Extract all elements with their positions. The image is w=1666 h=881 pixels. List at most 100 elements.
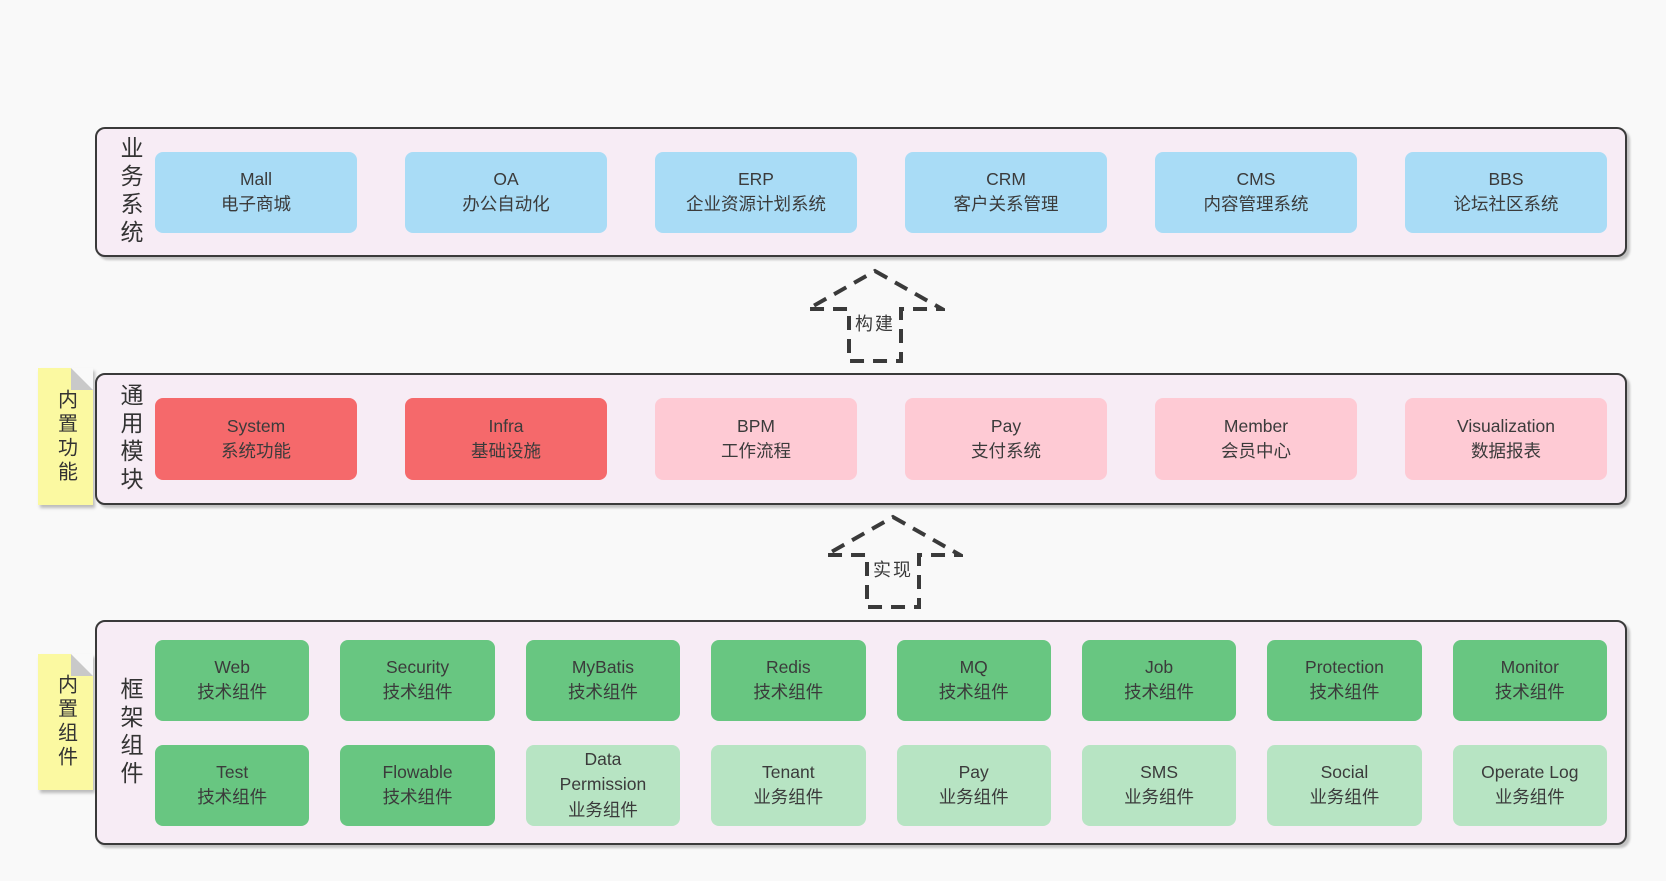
box-title-zh: 会员中心 [1221,441,1291,461]
box-title-zh: 数据报表 [1471,441,1541,461]
box-protection: Protection 技术组件 [1267,639,1422,721]
framework-boxes-grid: Web 技术组件 Security 技术组件 MyBatis 技术组件 Redi… [155,639,1607,826]
framework-panel-label: 框架组件 [117,676,143,789]
box-title-zh: 办公自动化 [462,194,550,214]
build-arrow-label: 构建 [853,310,897,336]
box-title-zh: 业务组件 [567,799,638,820]
box-title-en: Flowable [382,761,453,782]
box-title-zh: 业务组件 [753,787,824,807]
modules-panel-label: 通用模块 [117,383,143,495]
business-panel-label: 业务系统 [117,136,143,248]
framework-components-panel: 框架组件 Web 技术组件 Security 技术组件 MyBatis 技术组件… [95,620,1627,845]
box-title-zh: 业务组件 [1124,787,1195,807]
box-title-en: Protection [1305,656,1384,677]
box-title-zh: 内容管理系统 [1203,194,1309,214]
box-crm: CRM 客户关系管理 [905,151,1107,233]
box-job: Job 技术组件 [1081,639,1237,721]
built-in-functions-sticky: 内置功能 [38,368,93,505]
box-infra: Infra 基础设施 [405,398,607,480]
box-title-zh: 企业资源计划系统 [686,194,826,214]
box-title-zh: 技术组件 [197,682,268,702]
business-systems-panel: 业务系统 Mall 电子商城 OA 办公自动化 ERP 企业资源计划系统 CRM… [95,127,1627,257]
box-sms: SMS 业务组件 [1081,744,1237,826]
up-arrow-icon [823,514,963,609]
sticky-label: 内置功能 [54,388,77,485]
box-data-permission: Data Permission 业务组件 [525,744,681,826]
box-title-en: Member [1223,415,1289,436]
box-title-en: Data Permission [559,748,647,795]
box-title-zh: 技术组件 [1309,682,1380,702]
box-monitor: Monitor 技术组件 [1452,639,1607,721]
box-pay-biz: Pay 业务组件 [896,744,1051,826]
box-title-en: Monitor [1500,656,1559,677]
box-title-zh: 技术组件 [382,787,453,807]
built-in-components-sticky: 内置组件 [38,654,93,790]
box-title-en: Infra [488,415,524,436]
sticky-label: 内置组件 [54,674,77,770]
box-redis: Redis 技术组件 [711,639,866,721]
box-title-en: CMS [1236,168,1276,189]
box-title-en: Test [216,761,249,782]
box-title-en: Pay [958,761,989,782]
box-title-en: Tenant [762,761,815,782]
box-title-en: Job [1144,656,1174,677]
box-title-en: Operate Log [1481,761,1579,782]
implement-arrow-label: 实现 [871,556,915,582]
box-title-zh: 客户关系管理 [953,194,1059,214]
box-cms: CMS 内容管理系统 [1155,151,1357,233]
box-title-zh: 技术组件 [567,682,638,702]
box-title-en: Social [1320,761,1369,782]
box-flowable: Flowable 技术组件 [340,744,495,826]
box-title-en: BPM [737,415,775,436]
box-title-zh: 业务组件 [1494,787,1565,807]
box-title-zh: 支付系统 [971,441,1041,461]
box-title-en: ERP [738,168,774,189]
box-title-zh: 技术组件 [1124,682,1195,702]
box-oa: OA 办公自动化 [405,151,607,233]
box-security: Security 技术组件 [340,639,495,721]
box-title-zh: 业务组件 [1309,787,1380,807]
box-member: Member 会员中心 [1155,398,1357,480]
framework-row-2: Test 技术组件 Flowable 技术组件 Data Permission … [155,744,1607,826]
box-mall: Mall 电子商城 [155,151,357,233]
box-title-en: Security [385,656,450,677]
box-title-en: Web [214,656,251,677]
box-bpm: BPM 工作流程 [655,398,857,480]
box-title-zh: 工作流程 [721,441,791,461]
box-operate-log: Operate Log 业务组件 [1452,744,1607,826]
box-pay: Pay 支付系统 [905,398,1107,480]
box-title-en: Redis [765,656,811,677]
box-title-en: System [226,415,286,436]
box-erp: ERP 企业资源计划系统 [655,151,857,233]
box-test: Test 技术组件 [155,744,310,826]
up-arrow-icon [805,268,945,363]
box-tenant: Tenant 业务组件 [711,744,866,826]
box-title-zh: 技术组件 [938,682,1009,702]
implement-arrow: 实现 [823,514,963,610]
common-modules-panel: 通用模块 System 系统功能 Infra 基础设施 BPM 工作流程 Pay… [95,373,1627,505]
box-bbs: BBS 论坛社区系统 [1405,151,1607,233]
box-mq: MQ 技术组件 [896,639,1051,721]
box-web: Web 技术组件 [155,639,310,721]
box-title-zh: 技术组件 [1494,682,1565,702]
box-title-zh: 系统功能 [221,441,291,461]
box-visualization: Visualization 数据报表 [1405,398,1607,480]
modules-boxes-row: System 系统功能 Infra 基础设施 BPM 工作流程 Pay 支付系统… [155,398,1607,480]
business-boxes-row: Mall 电子商城 OA 办公自动化 ERP 企业资源计划系统 CRM 客户关系… [155,151,1607,233]
box-title-en: MQ [959,656,988,677]
box-title-zh: 基础设施 [471,441,541,461]
box-title-en: OA [493,168,519,189]
box-system: System 系统功能 [155,398,357,480]
box-title-en: Mall [239,168,273,189]
box-title-en: CRM [986,168,1026,189]
box-title-zh: 业务组件 [938,787,1009,807]
box-social: Social 业务组件 [1267,744,1422,826]
box-title-zh: 技术组件 [753,682,824,702]
box-mybatis: MyBatis 技术组件 [525,639,681,721]
box-title-en: BBS [1488,168,1524,189]
framework-row-1: Web 技术组件 Security 技术组件 MyBatis 技术组件 Redi… [155,639,1607,721]
build-arrow: 构建 [805,268,945,364]
box-title-en: Visualization [1457,415,1555,436]
box-title-en: Pay [990,415,1022,436]
box-title-zh: 电子商城 [221,194,291,214]
